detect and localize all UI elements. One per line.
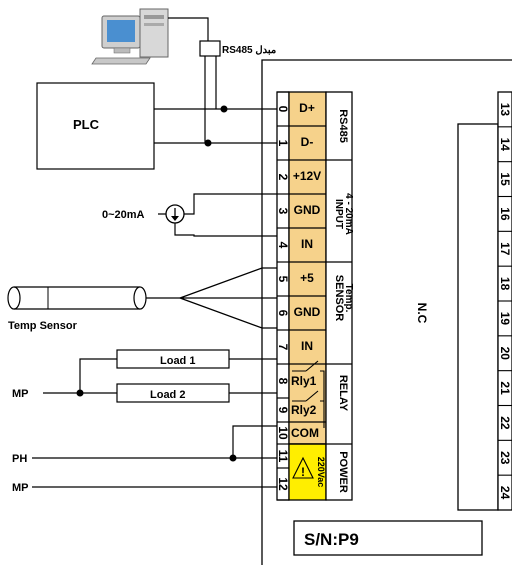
power-section-label: POWER (337, 451, 349, 493)
warning-icon (292, 456, 314, 479)
terminal-function-label: GND (294, 305, 321, 319)
right-terminal-number: 21 (498, 381, 512, 395)
right-terminal-strip: 13 14 15 16 17 18 19 20 21 22 23 24 (457, 91, 512, 511)
right-terminal-number: 22 (498, 416, 512, 430)
sensor-section-label-line1: Temp. (343, 284, 354, 313)
terminal-number: 6 (276, 310, 290, 317)
relay-1-label: Rly1 (291, 374, 317, 388)
right-terminal-number: 16 (498, 207, 512, 221)
terminal-number: 8 (276, 378, 290, 385)
terminal-number: 3 (276, 208, 290, 215)
terminal-number: 11 (276, 450, 290, 463)
rs485-section-label: RS485 (337, 109, 349, 143)
temp-sensor-label: Temp Sensor (8, 320, 78, 332)
terminal-number: 2 (276, 174, 290, 181)
terminal-number: 12 (276, 477, 290, 491)
right-terminal-number: 24 (498, 486, 512, 500)
rs485-converter-label: RS485 مبدل (222, 45, 276, 56)
current-source-label: 0~20mA (102, 209, 145, 221)
ph-line-label: PH (12, 453, 27, 465)
right-terminal-number: 18 (498, 277, 512, 291)
terminal-number: 10 (276, 426, 290, 440)
terminal-number: 9 (276, 407, 290, 414)
relay-section-label: RELAY (337, 375, 349, 412)
serial-number-box (293, 520, 483, 556)
right-terminal-number: 23 (498, 451, 512, 465)
terminal-number: 7 (276, 344, 290, 351)
serial-number-label: S/N:P9 (304, 530, 359, 549)
load-1-label: Load 1 (160, 355, 195, 367)
relay-switch-icon (292, 390, 324, 402)
temp-sensor-icon (7, 267, 277, 329)
terminal-function-label: +5 (300, 271, 314, 285)
terminal-function-label: D- (301, 135, 314, 149)
relay-2-label: Rly2 (291, 403, 317, 417)
terminal-block: 0123456789101112D+D-+12VGNDIN+5GNDINRly1… (276, 91, 353, 501)
computer-icon (91, 8, 169, 65)
right-terminal-number: 20 (498, 347, 512, 361)
terminal-function-label: IN (301, 237, 313, 251)
sensor-section-label-line2: SENSOR (333, 275, 345, 322)
plc-label: PLC (73, 117, 100, 132)
right-terminal-number: 17 (498, 242, 512, 256)
input-section-label-line1: 4 - 20mA (343, 193, 354, 235)
right-terminal-number: 13 (498, 103, 512, 117)
device-body-outline (261, 59, 512, 565)
terminal-number: 4 (276, 242, 290, 249)
right-terminal-number: 14 (498, 138, 512, 152)
terminal-number: 0 (276, 106, 290, 113)
right-terminal-number: 15 (498, 172, 512, 186)
mp-line-label-bottom: MP (12, 482, 29, 494)
right-terminal-number: 19 (498, 312, 512, 326)
terminal-function-label: +12V (293, 169, 321, 183)
input-section-label-line2: INPUT (333, 199, 344, 229)
power-voltage-label: 220Vac (316, 457, 326, 488)
nc-label: N.C (415, 303, 429, 324)
relay-switch-icon (292, 360, 325, 428)
terminal-function-label: IN (301, 339, 313, 353)
terminal-number: 5 (276, 276, 290, 283)
load-2-label: Load 2 (150, 389, 185, 401)
plc-box (36, 82, 155, 170)
warning-exclamation: ! (301, 465, 305, 479)
relay-com-label: COM (291, 426, 319, 440)
mp-line-label-top: MP (12, 388, 29, 400)
terminal-function-column (288, 91, 327, 445)
terminal-number: 1 (276, 140, 290, 147)
rs485-converter-box (199, 40, 221, 57)
terminal-function-label: D+ (299, 101, 315, 115)
terminal-function-label: GND (294, 203, 321, 217)
